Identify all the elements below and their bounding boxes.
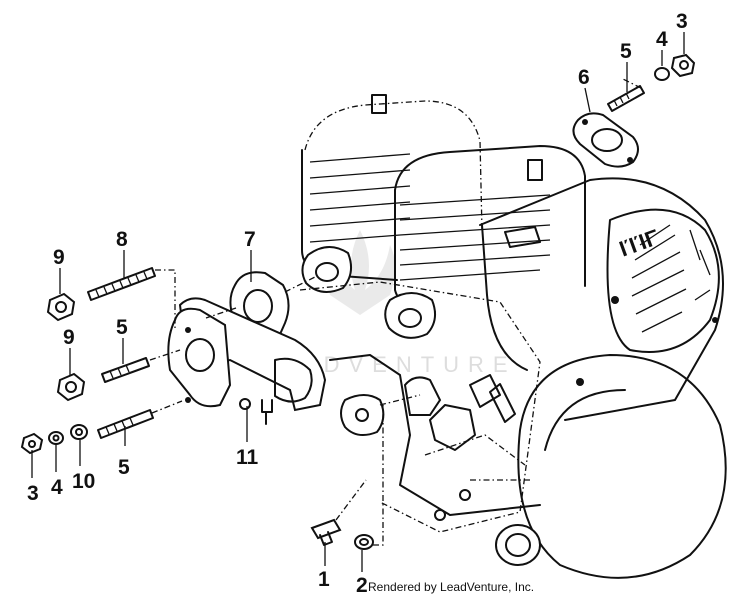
stud-5-mid — [101, 357, 150, 383]
callout-9-upper: 9 — [53, 246, 65, 269]
callout-4-top: 4 — [656, 28, 668, 51]
washer-4-top — [654, 67, 670, 81]
callout-3-bottom: 3 — [27, 482, 39, 505]
render-credit: Rendered by LeadVenture, Inc. — [368, 580, 535, 594]
callout-1: 1 — [318, 568, 330, 591]
nut-9-lower — [56, 372, 86, 402]
callout-7: 7 — [244, 228, 256, 251]
nut-3-bottom — [20, 432, 44, 455]
callout-8: 8 — [116, 228, 128, 251]
svg-text:ΙΊΊΓ: ΙΊΊΓ — [616, 224, 662, 261]
callout-5-mid: 5 — [116, 316, 128, 339]
callout-9-lower: 9 — [63, 326, 75, 349]
nut-3-top — [670, 53, 696, 78]
stud-5-top — [607, 85, 645, 112]
assembly-leaders — [149, 77, 642, 546]
callout-5-low: 5 — [118, 456, 130, 479]
callout-leaders — [31, 32, 685, 572]
fitting-1 — [310, 518, 342, 546]
stud-8 — [87, 267, 156, 301]
nut-9-upper — [46, 292, 76, 322]
callout-labels: 3 4 5 6 7 8 9 9 5 5 11 3 4 10 1 2 — [27, 10, 688, 597]
washer-10 — [70, 424, 88, 440]
stud-5-low — [97, 409, 154, 439]
callout-2: 2 — [356, 574, 368, 597]
callout-5-top: 5 — [620, 40, 632, 63]
washer-4-bottom — [48, 431, 64, 445]
callout-4-bottom: 4 — [51, 476, 63, 499]
intake-manifold-11 — [167, 297, 327, 425]
washer-2 — [354, 534, 374, 550]
callout-6: 6 — [578, 66, 590, 89]
gasket-6 — [572, 112, 639, 168]
callout-11: 11 — [236, 446, 259, 469]
callout-10: 10 — [72, 470, 95, 493]
callout-3-top: 3 — [676, 10, 688, 33]
engine-assembly: ΙΊΊΓ — [299, 94, 727, 579]
